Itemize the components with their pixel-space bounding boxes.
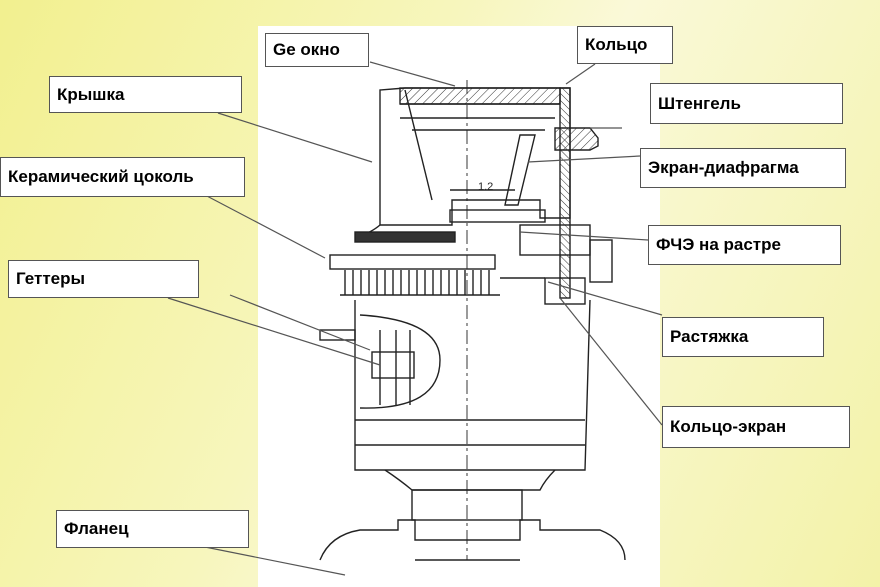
label-ge-window: Ge окно [265, 33, 369, 67]
getters-region [359, 314, 441, 409]
lid-outline [379, 87, 571, 226]
screen-diaphragm-part [504, 134, 536, 206]
leader-lines [167, 61, 663, 576]
label-ceramic-base: Керамический цоколь [0, 157, 245, 197]
lower-body-outline [354, 299, 591, 471]
getter-block [371, 351, 415, 379]
label-ring-screen: Кольцо-экран [662, 406, 850, 448]
ge-window-part [399, 87, 561, 105]
ceramic-teeth [344, 270, 490, 295]
label-ring: Кольцо [577, 26, 673, 64]
label-flange: Фланец [56, 510, 249, 548]
label-screen-diaphragm: Экран-диафрагма [640, 148, 846, 188]
label-stem: Штенгель [650, 83, 843, 124]
label-getters: Геттеры [8, 260, 199, 298]
drawing-sheet [258, 26, 660, 587]
label-pse-on-raster: ФЧЭ на растре [648, 225, 841, 265]
flange-part [319, 519, 626, 561]
ceramic-base-part [354, 231, 456, 243]
label-lid: Крышка [49, 76, 242, 113]
dimension-label: 1.2 [478, 181, 493, 193]
label-stretch: Растяжка [662, 317, 824, 357]
